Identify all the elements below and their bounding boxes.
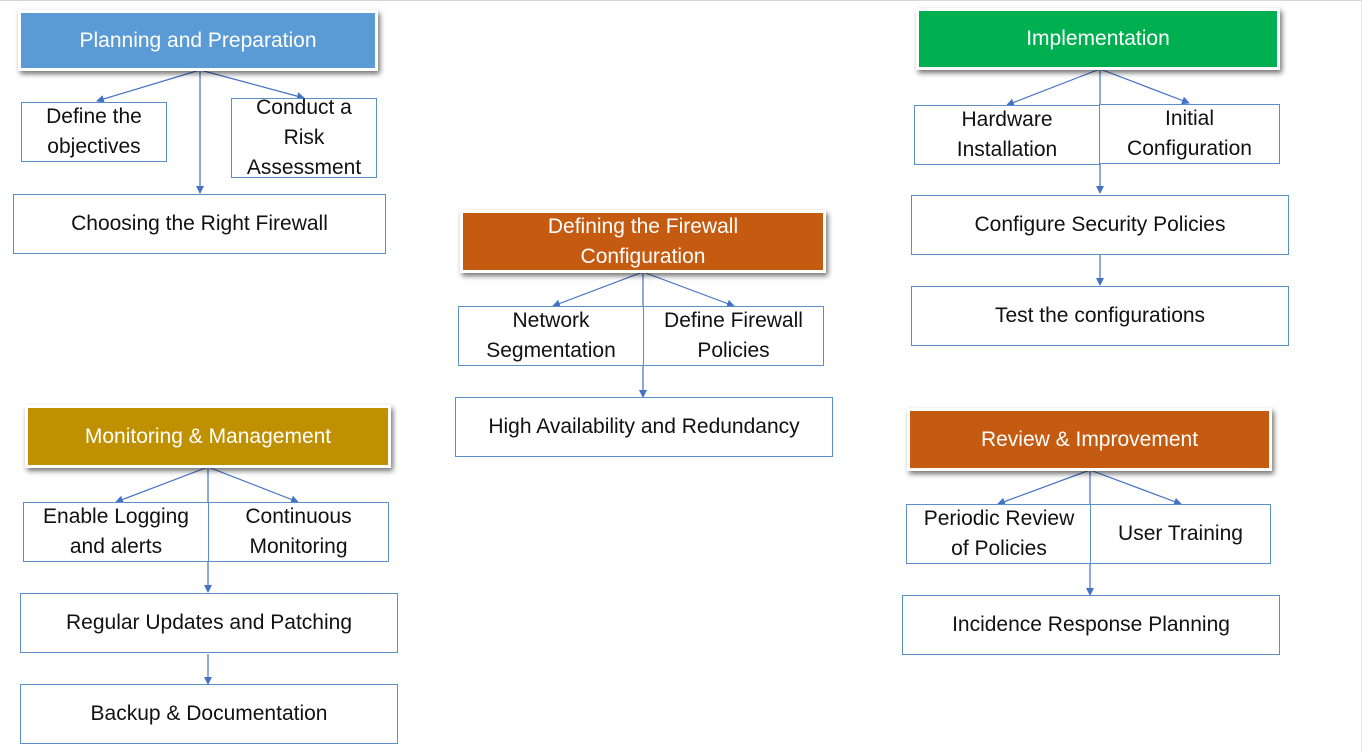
connector-mon-continuous — [207, 466, 299, 504]
fw-high-availability: High Availability and Redundancy — [455, 397, 833, 457]
fw-define-policies: Define Firewall Policies — [643, 306, 824, 366]
planning-risk-assessment: Conduct a Risk Assessment — [231, 96, 377, 179]
connector-mon-logging — [115, 466, 209, 504]
review-incidence-response: Incidence Response Planning — [902, 595, 1280, 655]
connector-planning-objectives — [96, 69, 201, 103]
connector-review-training — [1089, 469, 1182, 506]
firewall-config-header: Defining the Firewall Configuration — [460, 210, 826, 273]
review-periodic: Periodic Review of Policies — [906, 504, 1092, 564]
impl-hardware-installation: Hardware Installation — [914, 105, 1100, 165]
mon-regular-updates: Regular Updates and Patching — [20, 593, 398, 653]
window-top-border — [0, 0, 1362, 5]
impl-test-configurations: Test the configurations — [911, 286, 1289, 346]
mon-continuous-monitoring: Continuous Monitoring — [208, 502, 389, 562]
planning-choose-firewall: Choosing the Right Firewall — [13, 194, 386, 254]
mon-backup-documentation: Backup & Documentation — [20, 684, 398, 744]
monitoring-header: Monitoring & Management — [25, 405, 391, 468]
planning-header: Planning and Preparation — [18, 10, 378, 71]
connector-fw-segmentation — [552, 271, 644, 308]
fw-network-segmentation: Network Segmentation — [458, 306, 644, 366]
connector-review-periodic — [997, 469, 1091, 506]
connector-planning-risk — [199, 69, 305, 101]
mon-enable-logging: Enable Logging and alerts — [23, 502, 209, 562]
impl-configure-security-policies: Configure Security Policies — [911, 195, 1289, 255]
implementation-header: Implementation — [916, 8, 1280, 70]
connector-impl-hardware — [1006, 68, 1101, 107]
review-header: Review & Improvement — [907, 408, 1272, 471]
connector-impl-initial — [1099, 68, 1190, 105]
impl-initial-configuration: Initial Configuration — [1099, 104, 1280, 164]
planning-objectives: Define the objectives — [21, 102, 167, 162]
review-user-training: User Training — [1090, 504, 1271, 564]
connector-fw-policies — [642, 271, 735, 308]
